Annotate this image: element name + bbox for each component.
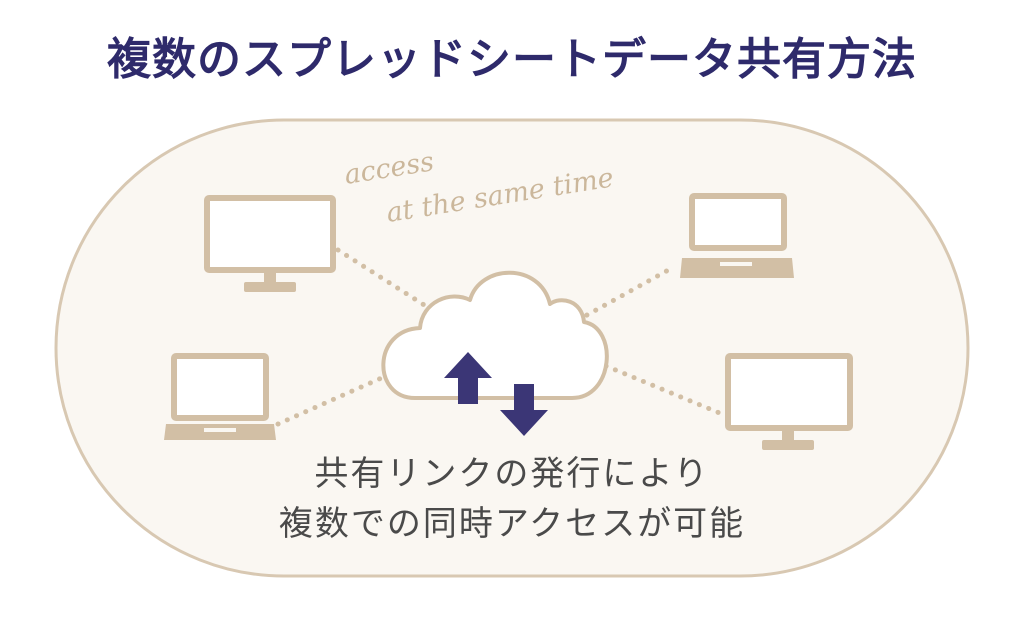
connection-line <box>335 247 435 313</box>
caption-line-2: 複数での同時アクセスが可能 <box>278 504 746 544</box>
page-title: 複数のスプレッドシートデータ共有方法 <box>107 34 917 85</box>
monitor-icon <box>204 195 336 292</box>
connection-line <box>575 265 675 323</box>
laptop-icon <box>164 353 276 440</box>
monitor-icon <box>725 353 853 450</box>
upload-arrow-icon <box>444 352 492 404</box>
connection-line <box>603 363 725 417</box>
connection-line <box>275 373 389 427</box>
cloud-sync-icon <box>381 270 609 436</box>
caption-line-1: 共有リンクの発行により <box>314 454 710 494</box>
connection-lines <box>275 247 725 427</box>
laptop-icon <box>680 193 794 278</box>
download-arrow-icon <box>500 384 548 436</box>
